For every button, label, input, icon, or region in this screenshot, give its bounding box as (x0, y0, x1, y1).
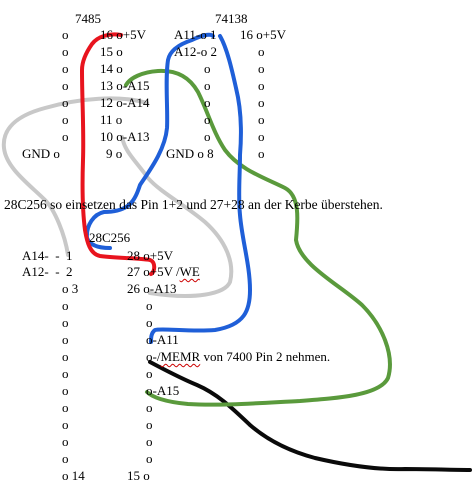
pin-label: o (62, 61, 69, 76)
pin-label: 13 o-A15 (100, 78, 150, 93)
pin-label: o (62, 129, 69, 144)
pin-label: o (62, 298, 69, 313)
pin-label: o (204, 61, 211, 76)
pin-label: 28 o+5V (127, 248, 173, 263)
pin-label: o (146, 366, 153, 381)
pin-label: 14 o (100, 61, 123, 76)
pin-label: o (258, 44, 265, 59)
pin-label: A12- - 2 (22, 264, 73, 279)
pin-label: o (62, 366, 69, 381)
chip-74138-title: 74138 (215, 11, 248, 26)
pin-label: A12-o 2 (174, 44, 217, 59)
pin-label: o (62, 434, 69, 449)
pin-label: A14- - 1 (22, 248, 73, 263)
pin-label: o (146, 400, 153, 415)
pin-label: 27 o+5V /WE (127, 264, 200, 279)
pin-label: o-A15 (146, 383, 180, 398)
pin-label: 16 o+5V (100, 27, 146, 42)
pin-label: o (258, 129, 265, 144)
pin-label: o (62, 44, 69, 59)
spellcheck-underline: MEMR (160, 349, 201, 364)
pin-label: o (204, 95, 211, 110)
pin-label: 16 o+5V (240, 27, 286, 42)
pin-label: o (146, 451, 153, 466)
pin-label: o (62, 27, 69, 42)
pin-label: o (258, 78, 265, 93)
chip-28c256-title: 28C256 (89, 230, 131, 245)
pin-label: o (62, 400, 69, 415)
spellcheck-underline: WE (179, 264, 200, 279)
pin-label: o-A11 (146, 332, 179, 347)
pin-label: o (62, 349, 69, 364)
pin-label: o (258, 61, 265, 76)
pin-label: 12 o-A14 (100, 95, 150, 110)
pin-label: 11 o (100, 112, 123, 127)
pin-label: o (146, 434, 153, 449)
chip-7485-title: 7485 (75, 11, 101, 26)
pin-label: o (62, 451, 69, 466)
pin-label: GND o (22, 146, 60, 161)
pin-label: o (204, 129, 211, 144)
pin-label: o 14 (62, 468, 85, 483)
pin-label: o (62, 315, 69, 330)
pin-label: o (146, 315, 153, 330)
pin-label: o (258, 112, 265, 127)
pin-label: o (62, 383, 69, 398)
pin-label: o 3 (62, 281, 79, 296)
pin-label: o-/MEMR von 7400 Pin 2 nehmen. (146, 349, 331, 364)
insertion-instruction: 28C256 so einsetzen das Pin 1+2 und 27+2… (4, 197, 383, 212)
pin-label: o (62, 332, 69, 347)
pin-label: A11-o 1 (174, 27, 217, 42)
pin-label: 9 o (106, 146, 123, 161)
pin-label: o (204, 78, 211, 93)
pin-label: 26 o-A13 (127, 281, 177, 296)
pin-label: o (62, 95, 69, 110)
black-wire (148, 360, 472, 472)
pin-label: o (146, 298, 153, 313)
pin-label: 10 o-A13 (100, 129, 150, 144)
pin-label: 15 o (100, 44, 123, 59)
pin-label: GND o 8 (166, 146, 214, 161)
pin-label: 15 o (127, 468, 150, 483)
pin-label: o (258, 95, 265, 110)
pin-label: o (258, 146, 265, 161)
pin-label: o (204, 112, 211, 127)
pin-label: o (62, 78, 69, 93)
pin-label: o (62, 417, 69, 432)
pin-label: o (62, 112, 69, 127)
pin-label: o (146, 417, 153, 432)
